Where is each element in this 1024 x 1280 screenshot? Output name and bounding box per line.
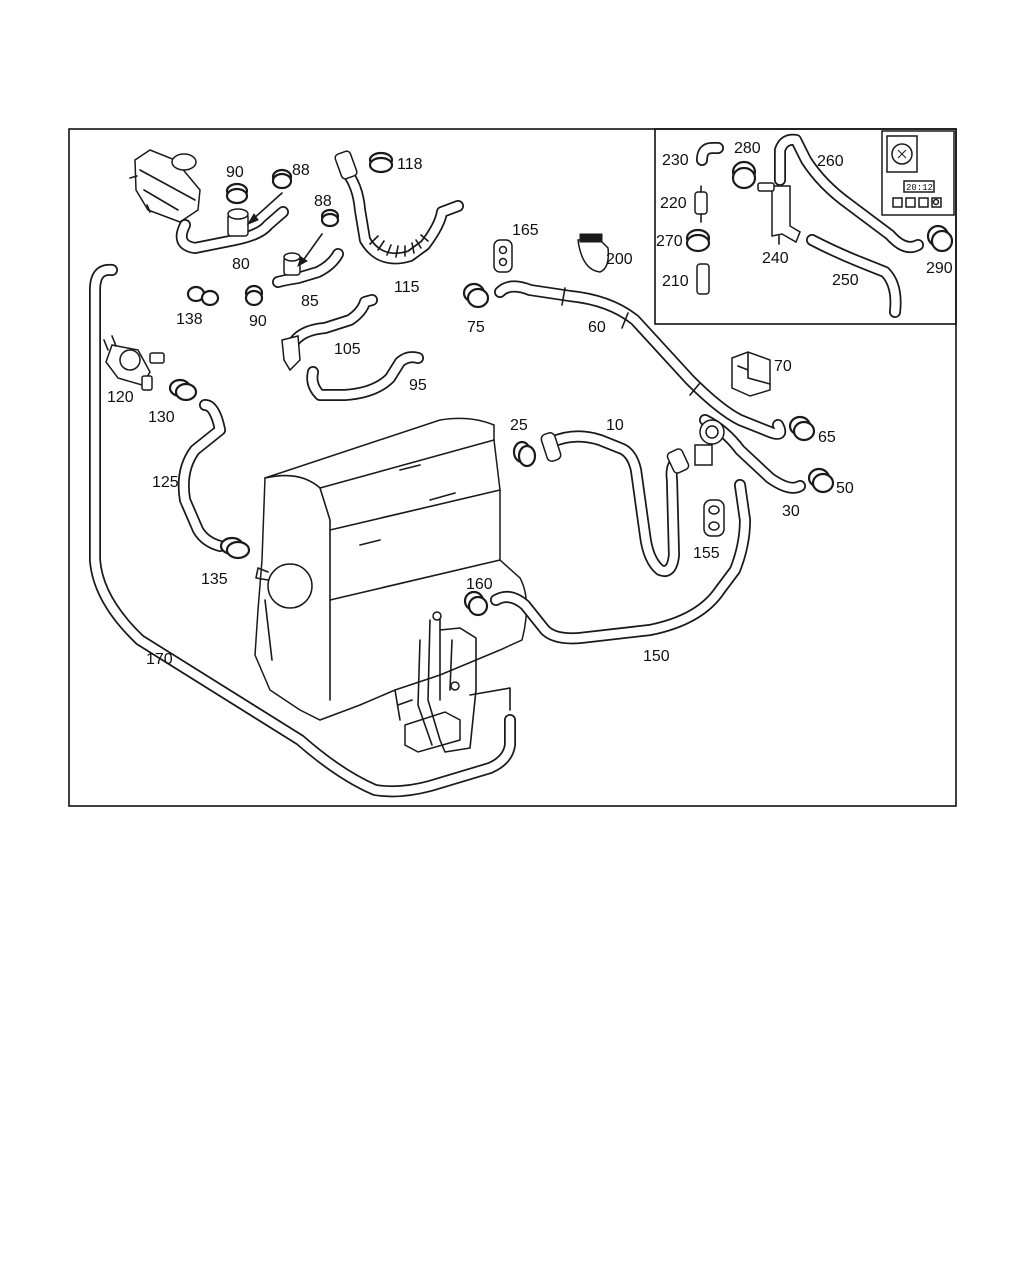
panel-button-1: [892, 197, 903, 208]
label-270: 270: [656, 233, 683, 250]
hose-260: [774, 133, 924, 253]
auxiliary-pump: [103, 335, 165, 391]
hose-95: [306, 351, 424, 401]
label-105: 105: [334, 341, 361, 358]
clamp-138: [186, 285, 220, 307]
valve-220: [694, 185, 708, 223]
label-65: 65: [818, 429, 836, 446]
label-138: 138: [176, 311, 203, 328]
panel-display: 20:12: [906, 183, 933, 193]
hose-80: [175, 206, 289, 254]
grommet-155: [703, 499, 725, 537]
hose-10: [540, 430, 684, 577]
clamp-160: [463, 590, 489, 617]
label-260: 260: [817, 153, 844, 170]
grommet-165: [493, 239, 513, 273]
label-75: 75: [467, 319, 485, 336]
label-50: 50: [836, 480, 854, 497]
clamp-118: [368, 151, 394, 174]
expansion-tank: [129, 149, 201, 223]
holder-200: [577, 233, 610, 273]
hose-105: [281, 294, 378, 372]
label-155: 155: [693, 545, 720, 562]
label-125: 125: [152, 474, 179, 491]
label-90a: 90: [226, 164, 244, 181]
label-118: 118: [397, 156, 423, 173]
label-165: 165: [512, 222, 539, 239]
label-10: 10: [606, 417, 624, 434]
label-135: 135: [201, 571, 228, 588]
heater-pipe-assembly: [394, 611, 511, 753]
clamp-90b: [244, 284, 264, 307]
elbow-230: [696, 142, 724, 166]
label-120: 120: [107, 389, 134, 406]
bracket-70: [731, 351, 771, 397]
label-290: 290: [926, 260, 953, 277]
label-150: 150: [643, 648, 670, 665]
hose-stub-10-end: [666, 448, 690, 474]
engine-pulley: [267, 563, 313, 609]
hose-30: [694, 414, 806, 494]
label-25: 25: [510, 417, 528, 434]
label-160: 160: [466, 576, 493, 593]
label-210: 210: [662, 273, 689, 290]
inset-frame: [654, 128, 957, 325]
clamp-90a: [225, 182, 249, 205]
label-220: 220: [660, 195, 687, 212]
clamp-25: [512, 440, 537, 468]
clamp-75: [462, 282, 490, 309]
label-200: 200: [606, 251, 633, 268]
label-230: 230: [662, 152, 689, 169]
hose-125: [177, 399, 226, 552]
hose-170: [89, 263, 516, 798]
label-88b: 88: [314, 193, 332, 210]
arrow-to-80: [251, 192, 283, 221]
tee-240: [757, 182, 801, 245]
hose-85: [272, 248, 344, 288]
clamp-130: [168, 378, 198, 402]
clamp-290: [926, 224, 954, 253]
label-280: 280: [734, 140, 761, 157]
label-70: 70: [774, 358, 792, 375]
label-80: 80: [232, 256, 250, 273]
engine-block: [254, 417, 528, 721]
clamp-88b: [320, 208, 340, 228]
label-88a: 88: [292, 162, 310, 179]
clamp-270: [685, 228, 711, 253]
label-170: 170: [146, 651, 173, 668]
label-130: 130: [148, 409, 175, 426]
hose-150: [490, 479, 751, 645]
clamp-65: [788, 415, 816, 442]
label-30: 30: [782, 503, 800, 520]
control-panel: 20:12: [881, 130, 955, 216]
label-95: 95: [409, 377, 427, 394]
tube-210: [696, 263, 710, 295]
panel-button-2: [905, 197, 916, 208]
label-85: 85: [301, 293, 319, 310]
panel-button-3: [918, 197, 929, 208]
arrow-to-85: [301, 233, 323, 263]
clamp-50: [807, 467, 835, 494]
label-250: 250: [832, 272, 859, 289]
clamp-135: [219, 536, 251, 560]
clamp-280: [731, 160, 757, 190]
hose-60: [494, 280, 787, 440]
clamp-88a: [271, 168, 293, 190]
hose-115: [334, 150, 464, 265]
diagram-frame: [68, 128, 957, 807]
label-240: 240: [762, 250, 789, 267]
label-60: 60: [588, 319, 606, 336]
part-labels: 10 25 30 50 60 65 70 75 80 85 88 88 90 9…: [107, 140, 953, 668]
label-115: 115: [394, 279, 420, 296]
hose-250: [806, 234, 902, 318]
label-90b: 90: [249, 313, 267, 330]
